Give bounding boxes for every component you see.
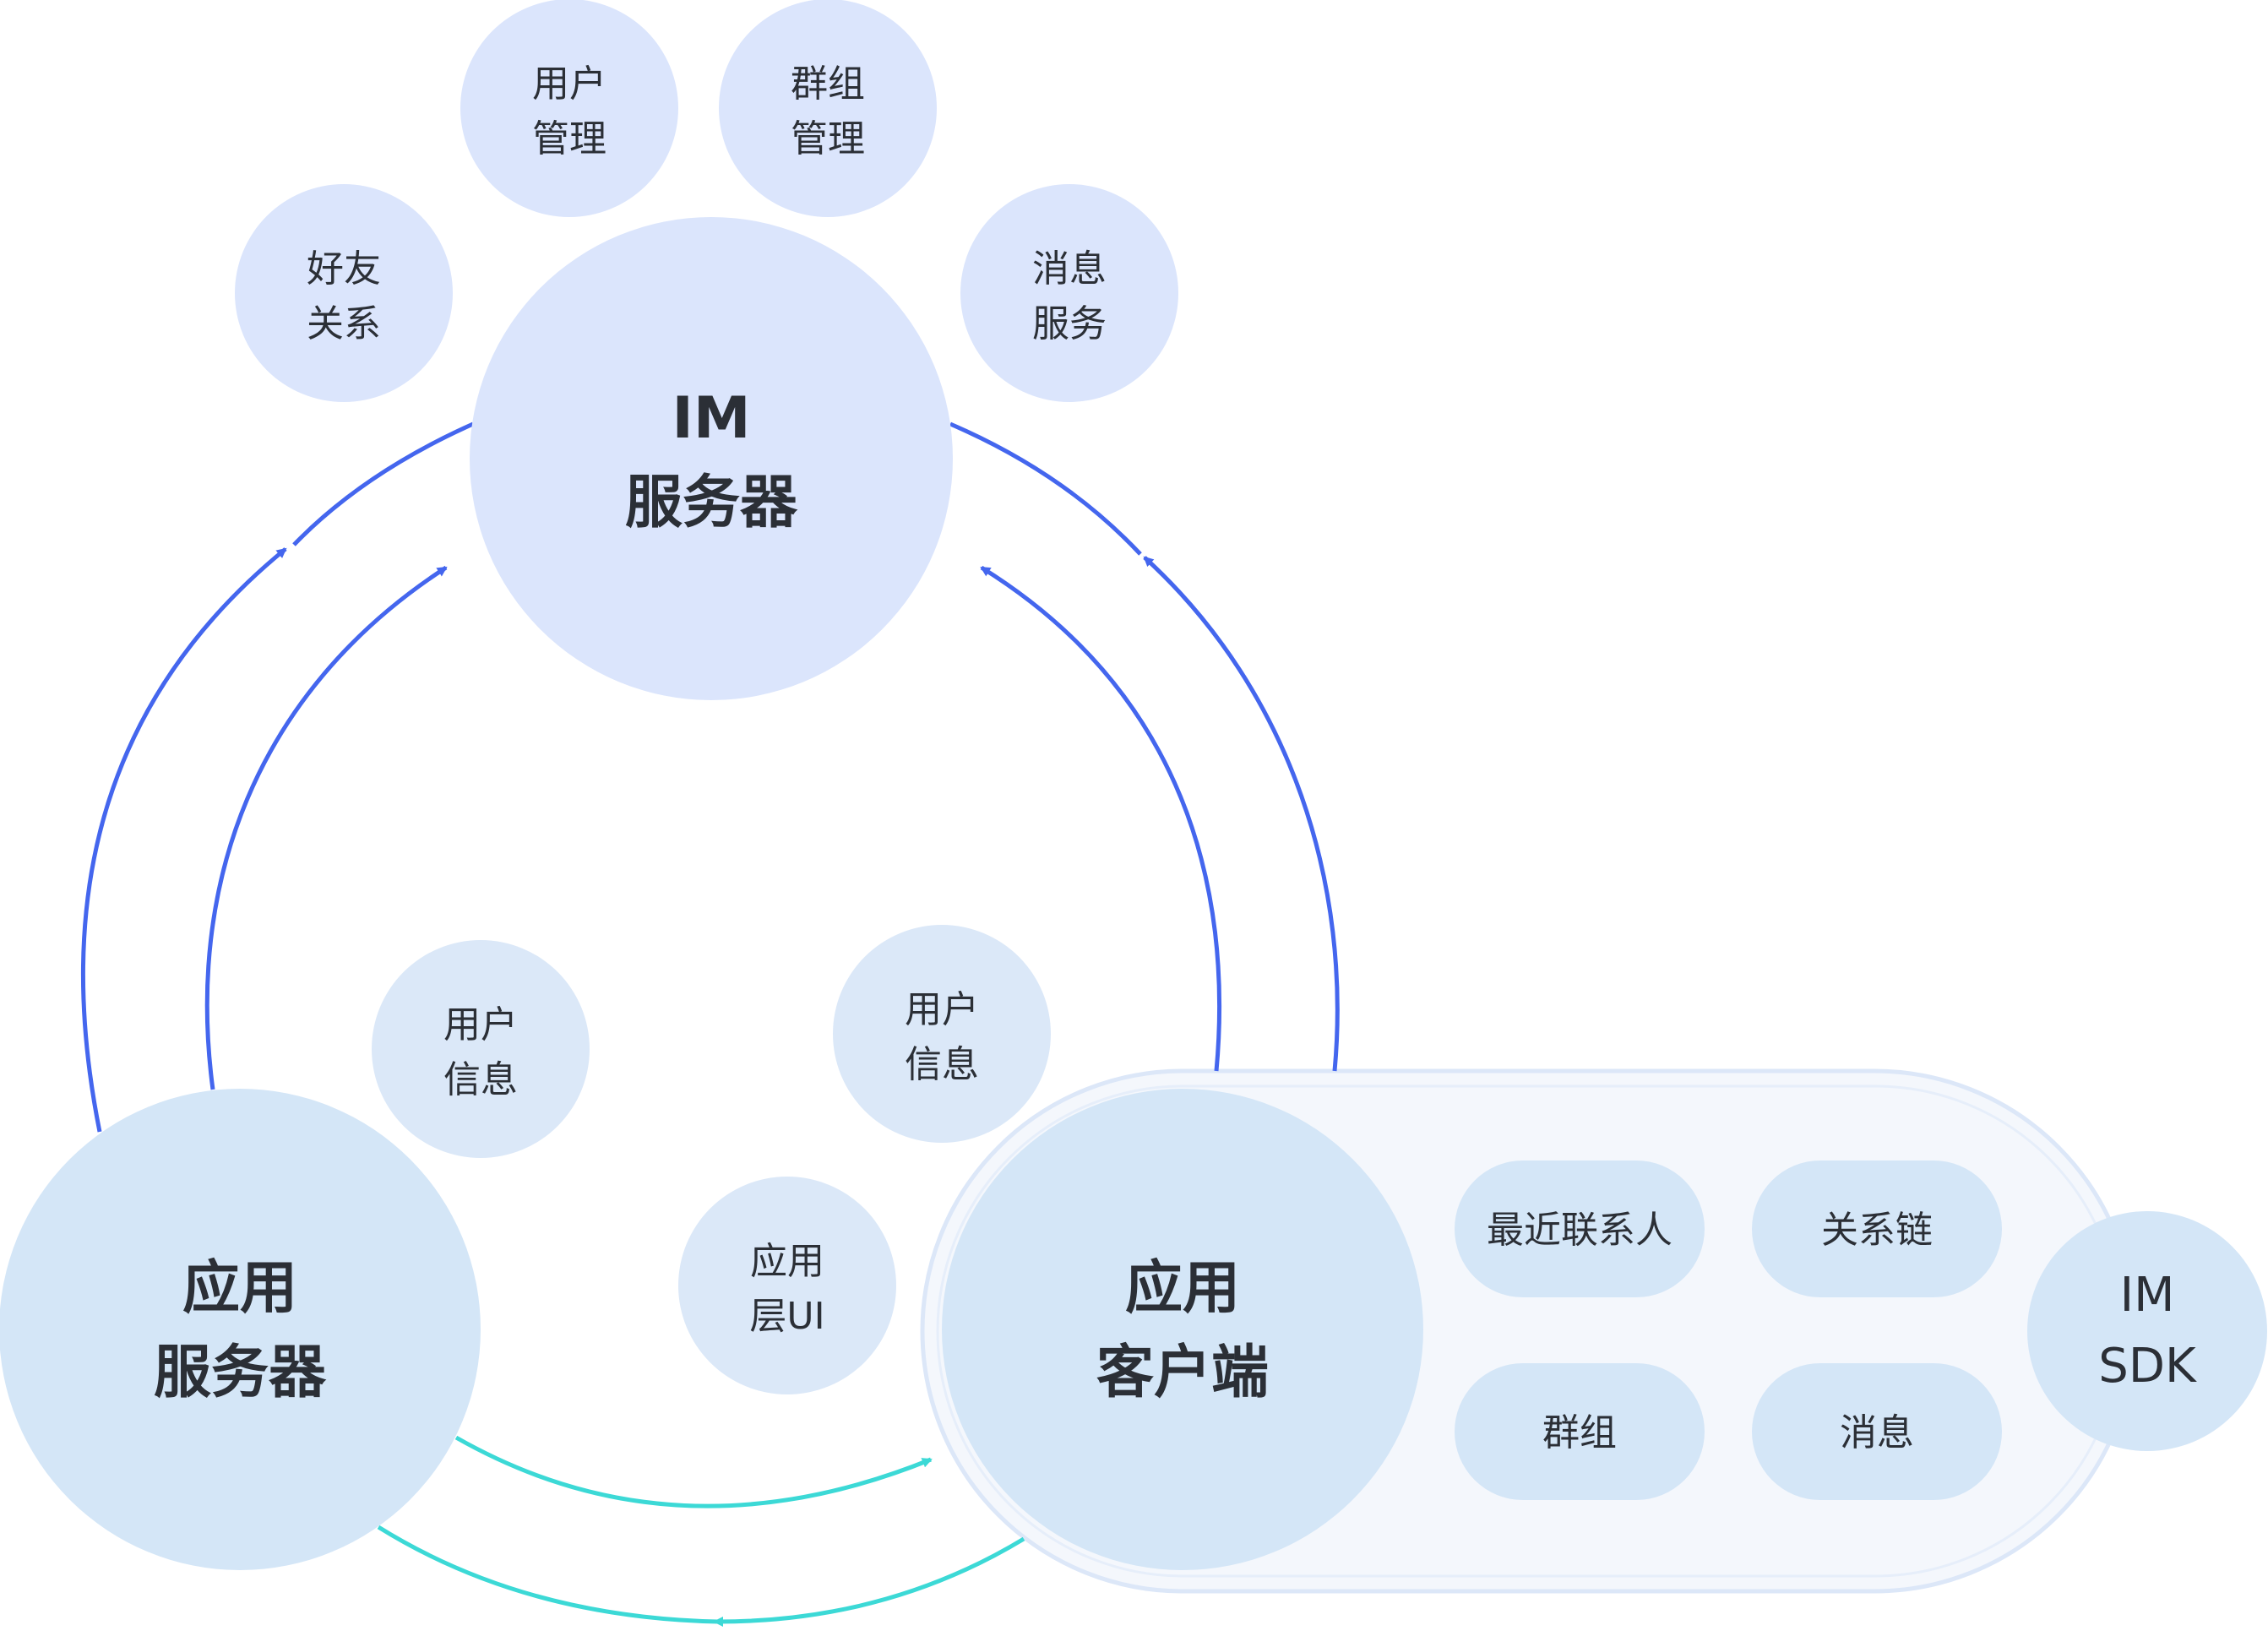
sdk-module-recent-contacts: 最近联系人 xyxy=(1455,1161,1705,1297)
im-sdk-line1: IM xyxy=(2120,1268,2175,1323)
app-client-line2: 客户端 xyxy=(1096,1340,1269,1406)
im-module-user-mgmt-line2: 管理 xyxy=(532,117,606,160)
im-server: IM 服务器 xyxy=(470,217,953,700)
blue-arrows xyxy=(81,421,1340,1133)
sdk-module-message-pill xyxy=(1752,1363,2002,1500)
im-module-user-mgmt: 用户 管理 xyxy=(460,0,678,217)
im-module-friends-circle xyxy=(235,184,453,402)
app-client: 应用 客户端 xyxy=(942,1089,1423,1570)
app-ui-line1: 应用 xyxy=(750,1240,824,1283)
user-info-left-circle xyxy=(372,940,590,1158)
im-sdk-circle xyxy=(2027,1211,2267,1451)
arrow-app-server-to-im-inner xyxy=(204,565,448,1090)
app-server-line2: 服务器 xyxy=(154,1340,327,1406)
app-server-circle xyxy=(0,1089,481,1570)
im-module-group-mgmt: 群组 管理 xyxy=(719,0,937,217)
im-server-line1: IM xyxy=(672,385,751,452)
sdk-module-relation-chain-label: 关系链 xyxy=(1821,1209,1933,1252)
app-server-line1: 应用 xyxy=(182,1255,297,1322)
im-module-user-mgmt-line1: 用户 xyxy=(532,63,606,106)
sdk-module-recent-contacts-label: 最近联系人 xyxy=(1487,1209,1672,1252)
user-info-right-line2: 信息 xyxy=(905,1043,979,1086)
teal-arrows xyxy=(377,1435,1025,1622)
user-info-right-circle xyxy=(833,925,1051,1143)
im-module-message-service-line2: 服务 xyxy=(1032,302,1107,345)
im-module-group-mgmt-line2: 管理 xyxy=(791,117,865,160)
app-client-circle xyxy=(942,1089,1423,1570)
user-info-left: 用户 信息 xyxy=(372,940,590,1158)
user-info-left-line2: 信息 xyxy=(443,1058,518,1101)
im-server-line2: 服务器 xyxy=(625,470,798,536)
sdk-module-group-pill xyxy=(1455,1363,1705,1500)
arrow-im-to-app-server-outer xyxy=(81,421,475,1133)
user-info-left-line1: 用户 xyxy=(443,1003,518,1046)
app-client-line1: 应用 xyxy=(1125,1255,1240,1322)
app-ui-circle xyxy=(678,1177,896,1394)
app-server: 应用 服务器 xyxy=(0,1089,481,1570)
im-module-friends-line1: 好友 xyxy=(307,247,381,291)
user-info-right: 用户 信息 xyxy=(833,925,1051,1143)
app-ui-line2: 层UI xyxy=(749,1295,824,1338)
im-module-message-service: 消息 服务 xyxy=(960,184,1178,402)
im-module-friends: 好友 关系 xyxy=(235,184,453,402)
sdk-module-group: 群组 xyxy=(1455,1363,1705,1500)
sdk-module-group-label: 群组 xyxy=(1542,1411,1617,1454)
im-module-user-mgmt-circle xyxy=(460,0,678,217)
app-ui: 应用 层UI xyxy=(678,1177,896,1394)
arrow-client-to-app-server xyxy=(377,1525,1025,1622)
sdk-module-message: 消息 xyxy=(1752,1363,2002,1500)
im-module-group-mgmt-circle xyxy=(719,0,937,217)
sdk-module-relation-chain-pill xyxy=(1752,1161,2002,1297)
im-module-friends-line2: 关系 xyxy=(307,302,381,345)
sdk-module-recent-contacts-pill xyxy=(1455,1161,1705,1297)
im-module-message-service-circle xyxy=(960,184,1178,402)
arrow-app-client-to-im-inner xyxy=(980,565,1222,1072)
sdk-module-message-label: 消息 xyxy=(1840,1411,1914,1454)
user-info-right-line1: 用户 xyxy=(905,988,979,1031)
sdk-module-relation-chain: 关系链 xyxy=(1752,1161,2002,1297)
arrow-im-to-app-client-outer xyxy=(949,421,1340,1072)
im-sdk-line2: SDK xyxy=(2098,1339,2197,1394)
arrow-app-server-to-client xyxy=(454,1435,933,1508)
im-server-circle xyxy=(470,217,953,700)
im-sdk: IM SDK xyxy=(2027,1211,2267,1451)
im-module-message-service-line1: 消息 xyxy=(1032,247,1107,291)
im-module-group-mgmt-line1: 群组 xyxy=(791,63,865,106)
